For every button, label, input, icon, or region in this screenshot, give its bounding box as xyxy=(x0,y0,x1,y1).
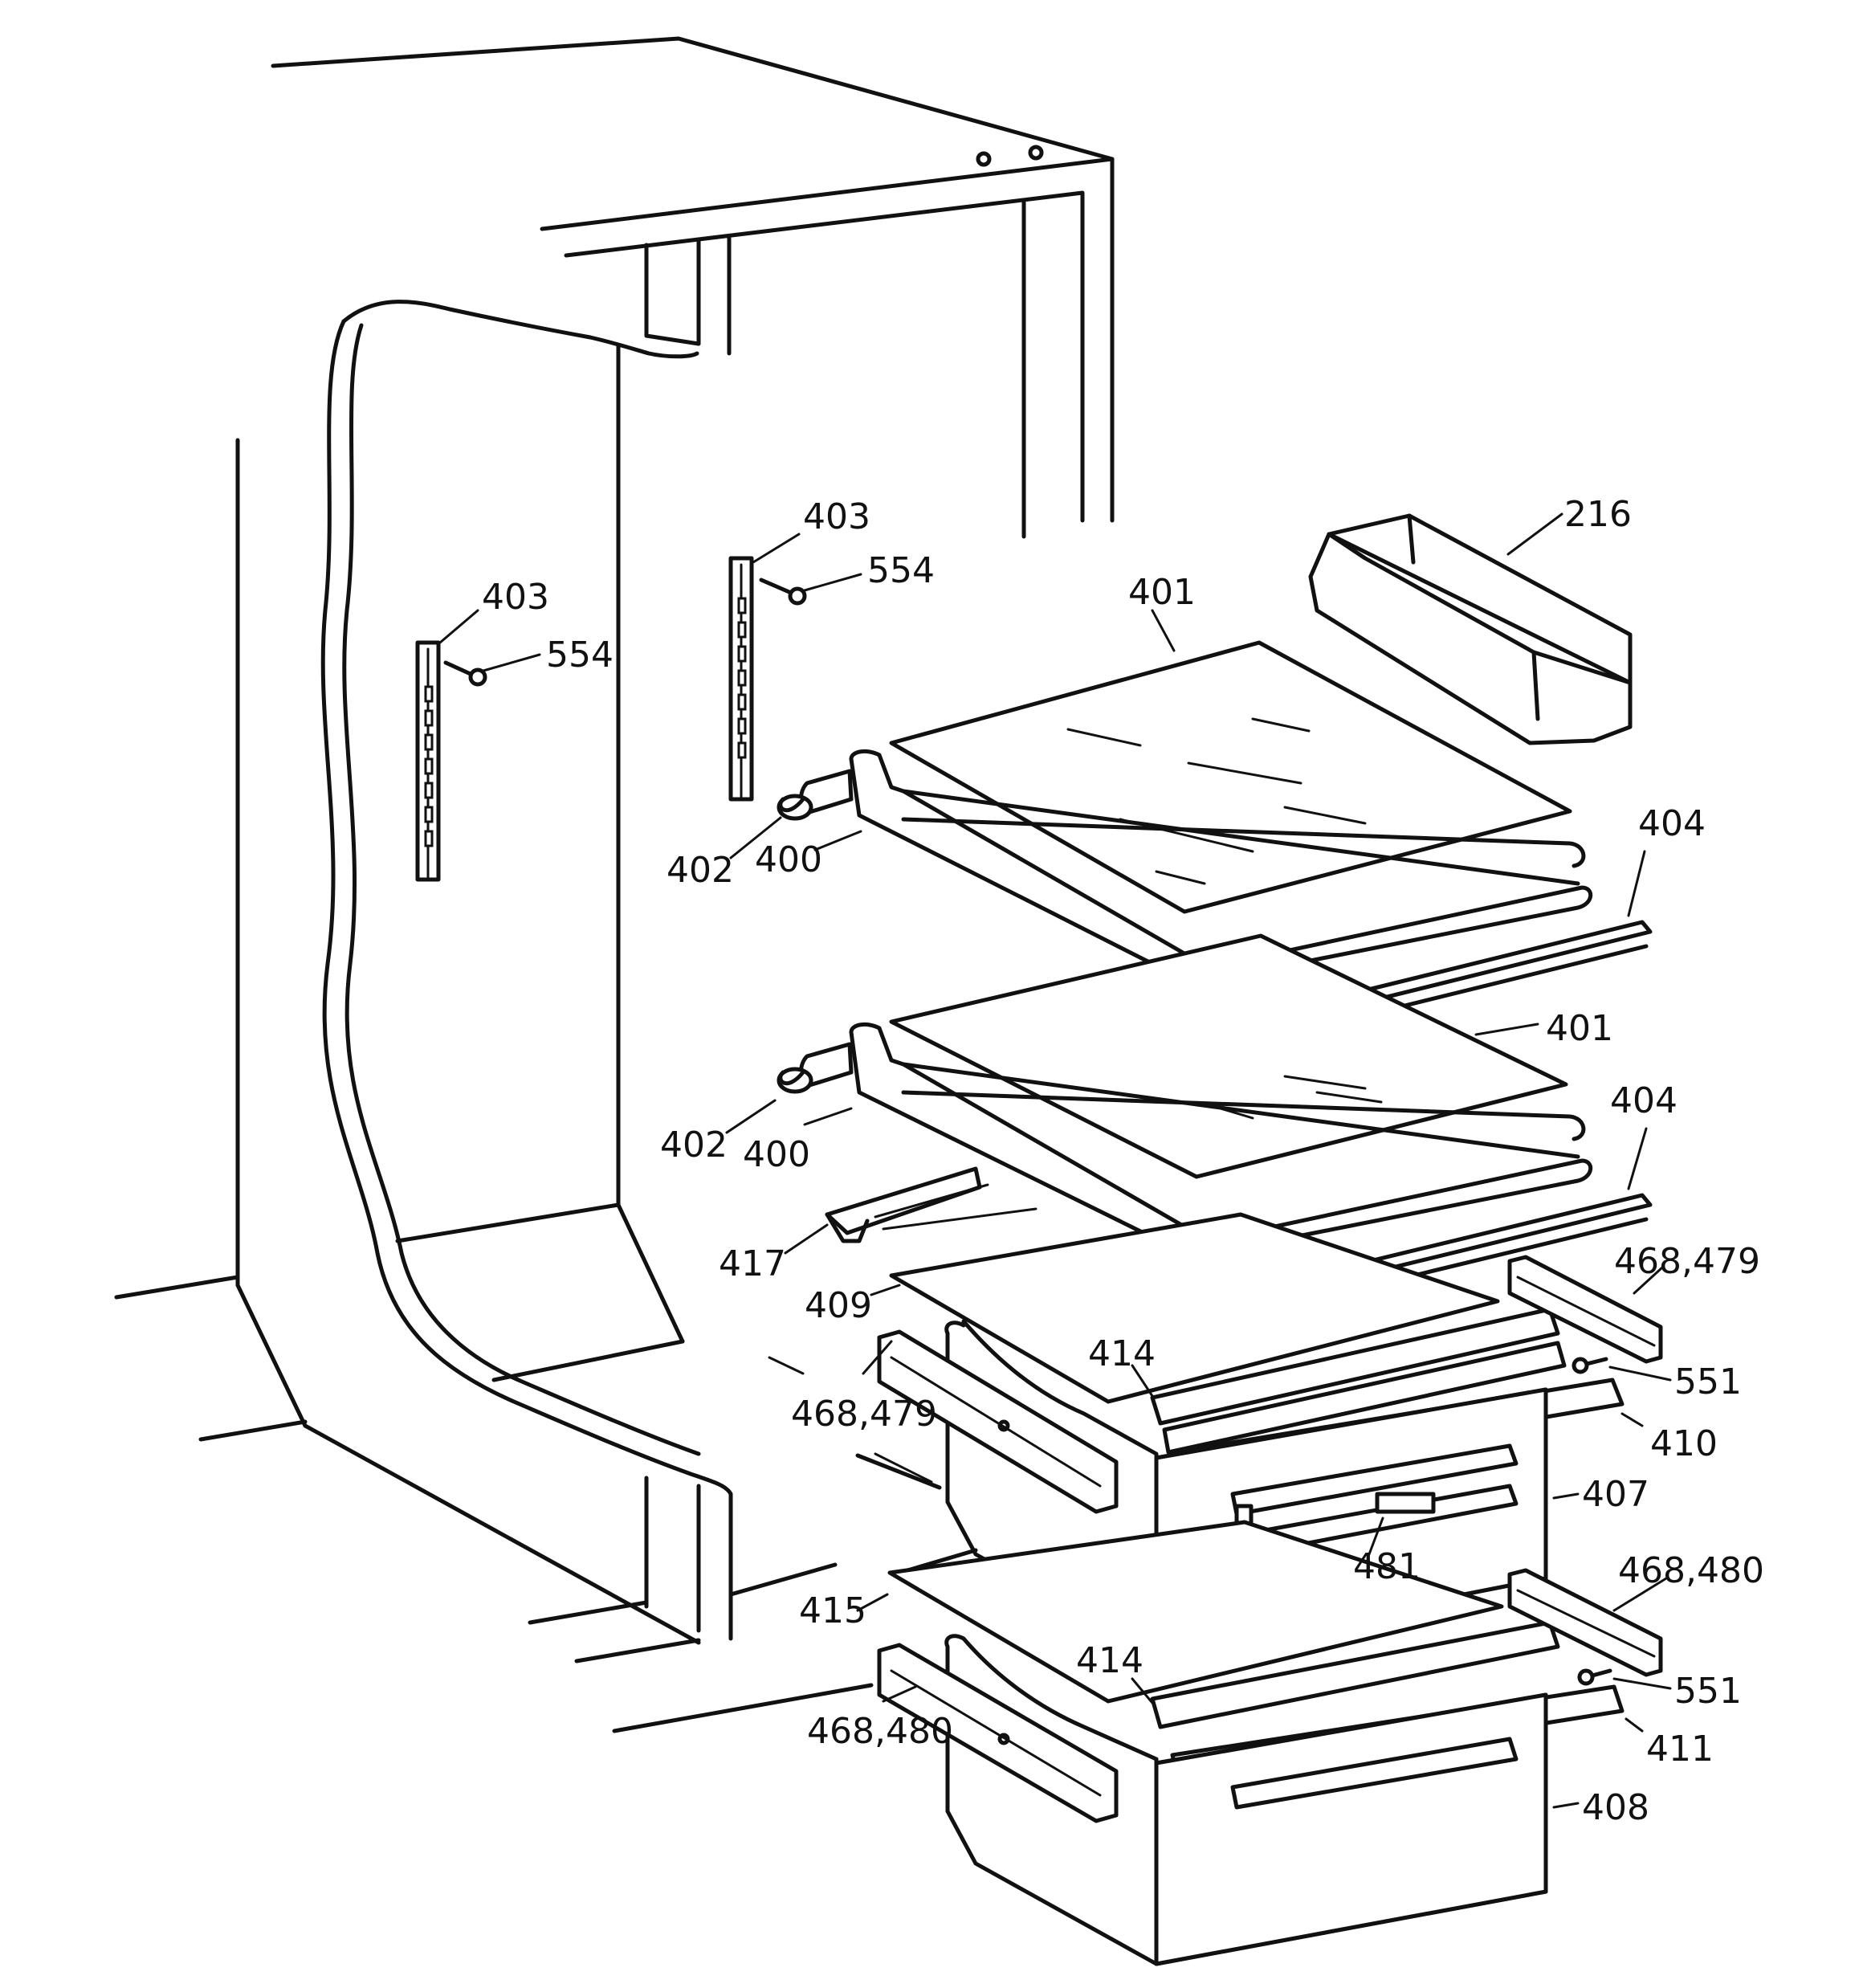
callout-216: 216 xyxy=(1564,494,1632,535)
callout-400-upper: 400 xyxy=(755,839,822,880)
screw-551-upper xyxy=(1572,1357,1608,1374)
drawer-slide-lower-right xyxy=(1507,1568,1663,1677)
callout-411: 411 xyxy=(1646,1729,1714,1770)
callout-468-479-right: 468,479 xyxy=(1614,1241,1760,1282)
callout-401-upper: 401 xyxy=(1128,572,1196,613)
drawer-slide-upper-right xyxy=(1507,1255,1663,1364)
callout-551-lower: 551 xyxy=(1674,1671,1742,1712)
callout-409: 409 xyxy=(805,1285,872,1326)
callout-468-480-left: 468,480 xyxy=(807,1711,953,1752)
callout-400-lower: 400 xyxy=(743,1134,810,1175)
callout-407: 407 xyxy=(1582,1474,1649,1515)
callout-403-right: 403 xyxy=(803,496,870,537)
callout-404-lower: 404 xyxy=(1610,1080,1678,1121)
callout-410: 410 xyxy=(1650,1423,1718,1464)
shelf-support-417 xyxy=(825,1166,1037,1243)
callout-554-left: 554 xyxy=(546,635,614,676)
refrigerator-cabinet xyxy=(114,36,1115,1733)
callout-402-upper: 402 xyxy=(667,850,734,891)
pan-cover-glass xyxy=(889,1212,1500,1404)
callout-414-upper: 414 xyxy=(1088,1333,1156,1374)
callout-415: 415 xyxy=(799,1590,866,1631)
drawer-slide-lower-left xyxy=(877,1643,1119,1823)
callout-403-left: 403 xyxy=(482,577,549,618)
lower-shelf-hanger xyxy=(777,1042,854,1094)
callout-481: 481 xyxy=(1353,1546,1421,1587)
pan-cover-glass-lower xyxy=(887,1520,1504,1704)
callout-402-lower: 402 xyxy=(660,1125,728,1165)
leader-lines xyxy=(438,512,1672,1809)
upper-glass-shelf xyxy=(889,640,1572,914)
crisper-drawer-lower xyxy=(944,1634,1548,1966)
callout-551-upper: 551 xyxy=(1674,1361,1742,1402)
callout-labels: 216 401 403 554 403 554 402 400 404 401 … xyxy=(482,494,1764,1828)
callout-554-right: 554 xyxy=(867,550,935,591)
shelf-ladder-left xyxy=(415,640,441,882)
storage-bin xyxy=(1308,513,1633,745)
screw-right xyxy=(759,578,807,606)
screw-551-lower xyxy=(1577,1668,1612,1686)
callout-401-lower: 401 xyxy=(1546,1008,1613,1049)
drawer-slide-upper-left xyxy=(877,1329,1119,1514)
shelf-ladder-right xyxy=(728,556,754,802)
callout-468-479-left: 468,479 xyxy=(791,1394,937,1435)
callout-404-upper: 404 xyxy=(1638,803,1706,844)
callout-408: 408 xyxy=(1582,1787,1649,1828)
upper-shelf-hanger xyxy=(777,769,854,821)
callout-414-lower: 414 xyxy=(1076,1640,1143,1681)
callout-417: 417 xyxy=(719,1243,786,1284)
screw-left xyxy=(443,660,487,687)
callout-468-480-right: 468,480 xyxy=(1618,1550,1764,1591)
